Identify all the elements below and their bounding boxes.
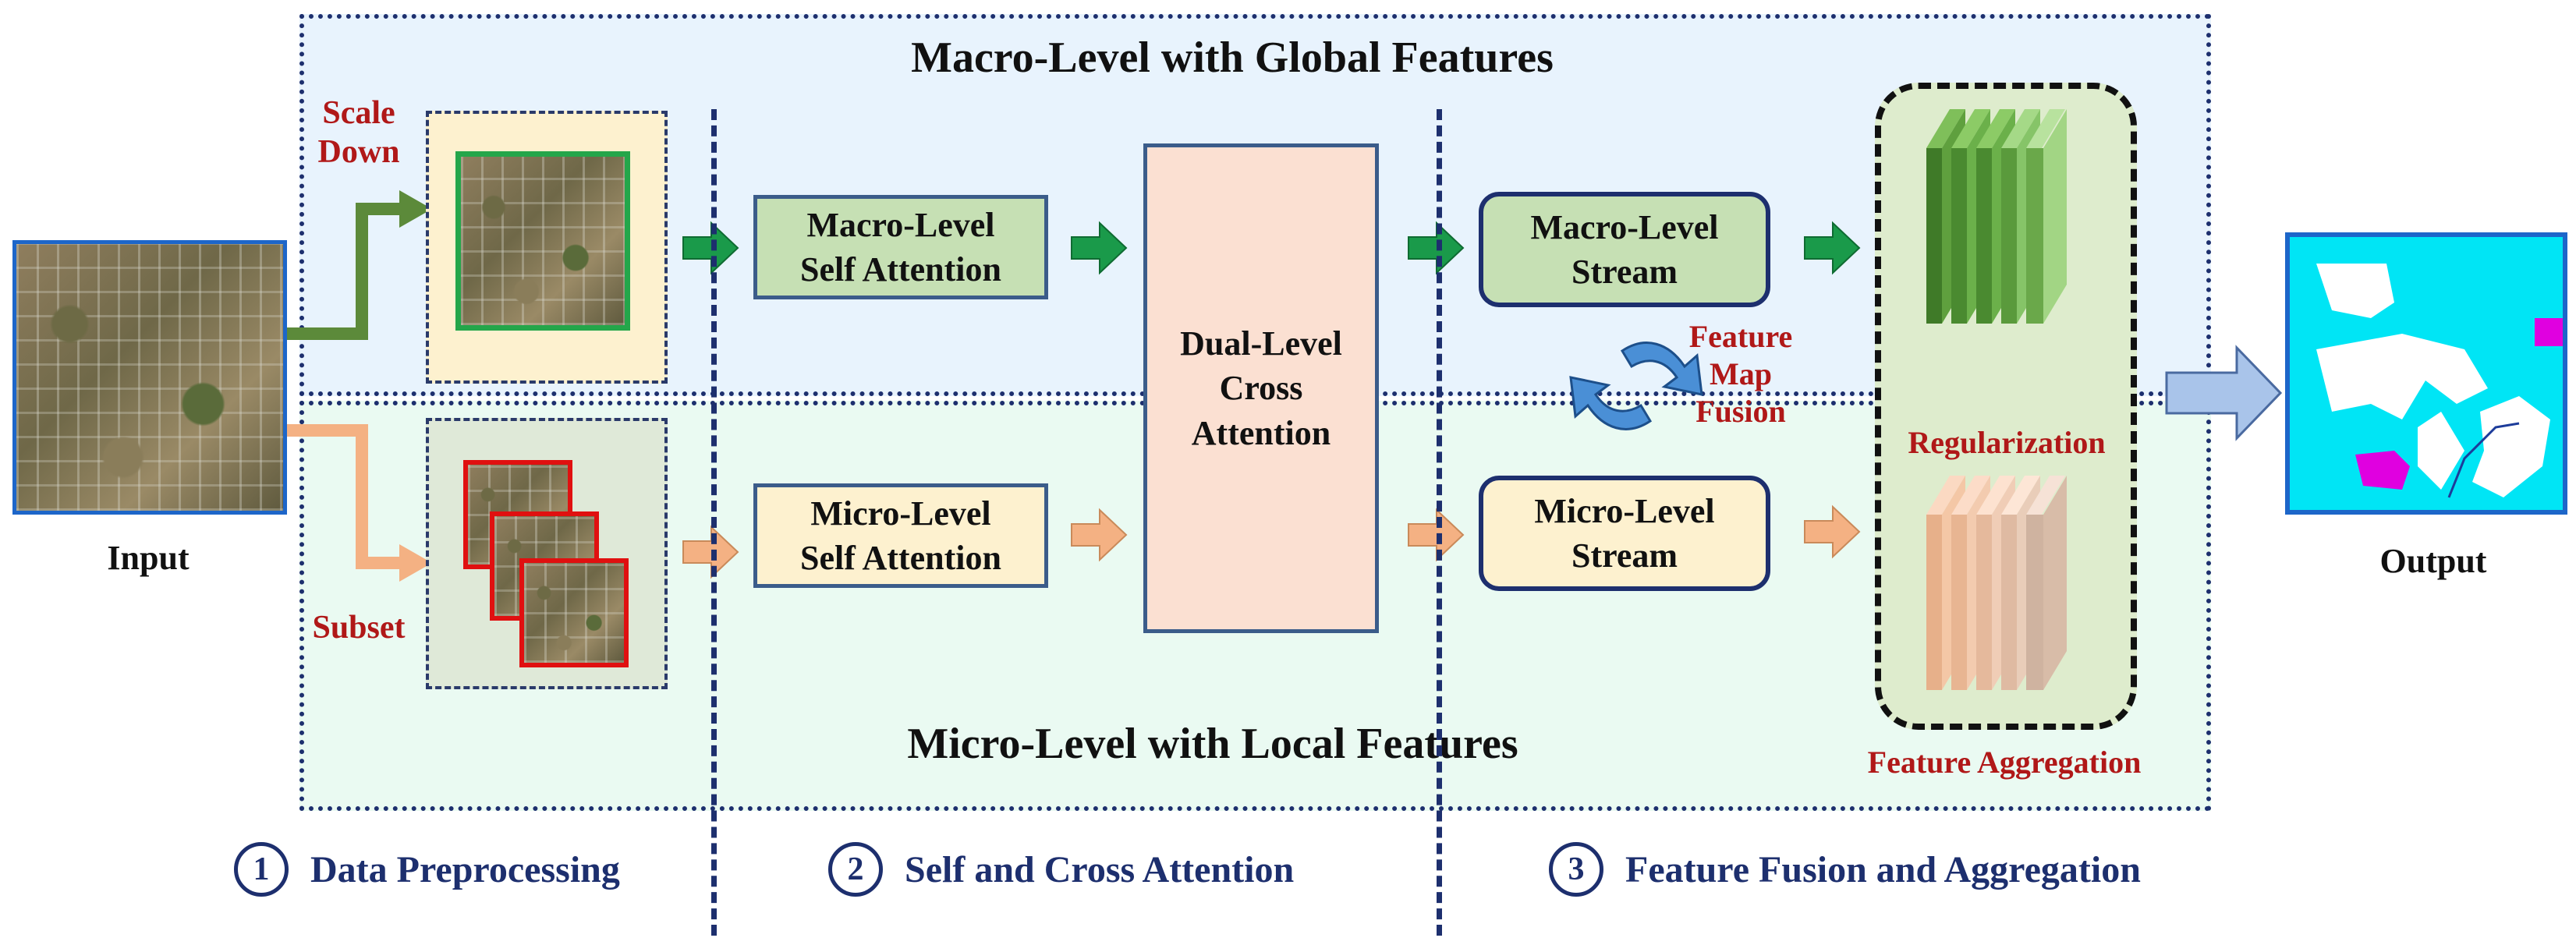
scaled-down-image [455, 151, 630, 331]
macro-feature-map-stack [1926, 109, 2067, 324]
macro-level-stream-box: Macro-Level Stream [1479, 192, 1770, 307]
input-satellite-image [12, 240, 287, 515]
feature-aggregation-label: Feature Aggregation [1867, 745, 2142, 780]
micro-self-attention-box: Micro-Level Self Attention [753, 483, 1048, 588]
macro-self-attention-box: Macro-Level Self Attention [753, 195, 1048, 299]
macro-arrow-2 [1071, 221, 1128, 275]
macro-panel-title: Macro-Level with Global Features [911, 34, 1554, 82]
output-arrow [2165, 345, 2283, 441]
micro-arrow-3 [1408, 508, 1465, 562]
scale-down-arrowhead [399, 190, 432, 228]
micro-feature-maps [1926, 476, 2067, 690]
stage-2-label: Self and Cross Attention [905, 848, 1295, 890]
micro-level-stream-box: Micro-Level Stream [1479, 476, 1770, 591]
micro-arrow-1 [682, 525, 739, 579]
stage-1-label: Data Preprocessing [310, 848, 620, 890]
macro-arrow-4 [1804, 221, 1861, 275]
stage-divider-1 [711, 109, 717, 936]
subset-arrowhead [399, 544, 432, 582]
macro-arrow-3 [1408, 221, 1465, 275]
micro-arrow-2 [1071, 508, 1128, 562]
stage-1: 1 Data Preprocessing [234, 842, 620, 897]
subset-connector [287, 424, 406, 569]
output-label: Output [2379, 542, 2487, 580]
scale-down-label: Scale Down [317, 95, 400, 171]
macro-arrow-1 [682, 221, 739, 275]
macro-stream-label: Macro-Level Stream [1530, 207, 1719, 291]
feature-map-fusion-label: Feature Map Fusion [1688, 319, 1793, 429]
stage-3-number: 3 [1549, 842, 1603, 897]
macro-feature-maps [1926, 109, 2067, 324]
stage-3-label: Feature Fusion and Aggregation [1625, 848, 2141, 890]
scale-down-connector [287, 203, 406, 340]
micro-feature-map-stack [1926, 476, 2067, 690]
subset-patch-3 [519, 558, 629, 667]
micro-self-attention-label: Micro-Level Self Attention [800, 494, 1001, 577]
cross-attention-label: Dual-Level Cross Attention [1180, 324, 1342, 452]
stage-2-number: 2 [828, 842, 883, 897]
stage-divider-2 [1437, 109, 1442, 936]
subset-label: Subset [312, 610, 406, 646]
macro-self-attention-label: Macro-Level Self Attention [800, 205, 1001, 288]
stage-2: 2 Self and Cross Attention [828, 842, 1294, 897]
regularization-label: Regularization [1908, 425, 2106, 460]
dual-level-cross-attention-box: Dual-Level Cross Attention [1143, 143, 1379, 633]
micro-panel-title: Micro-Level with Local Features [907, 720, 1518, 768]
micro-stream-label: Micro-Level Stream [1534, 491, 1715, 575]
stage-1-number: 1 [234, 842, 289, 897]
micro-arrow-4 [1804, 504, 1861, 559]
output-segmentation-map [2285, 232, 2567, 515]
fusion-swap-icon [1569, 342, 1703, 430]
input-label: Input [107, 539, 190, 577]
stage-3: 3 Feature Fusion and Aggregation [1549, 842, 2141, 897]
